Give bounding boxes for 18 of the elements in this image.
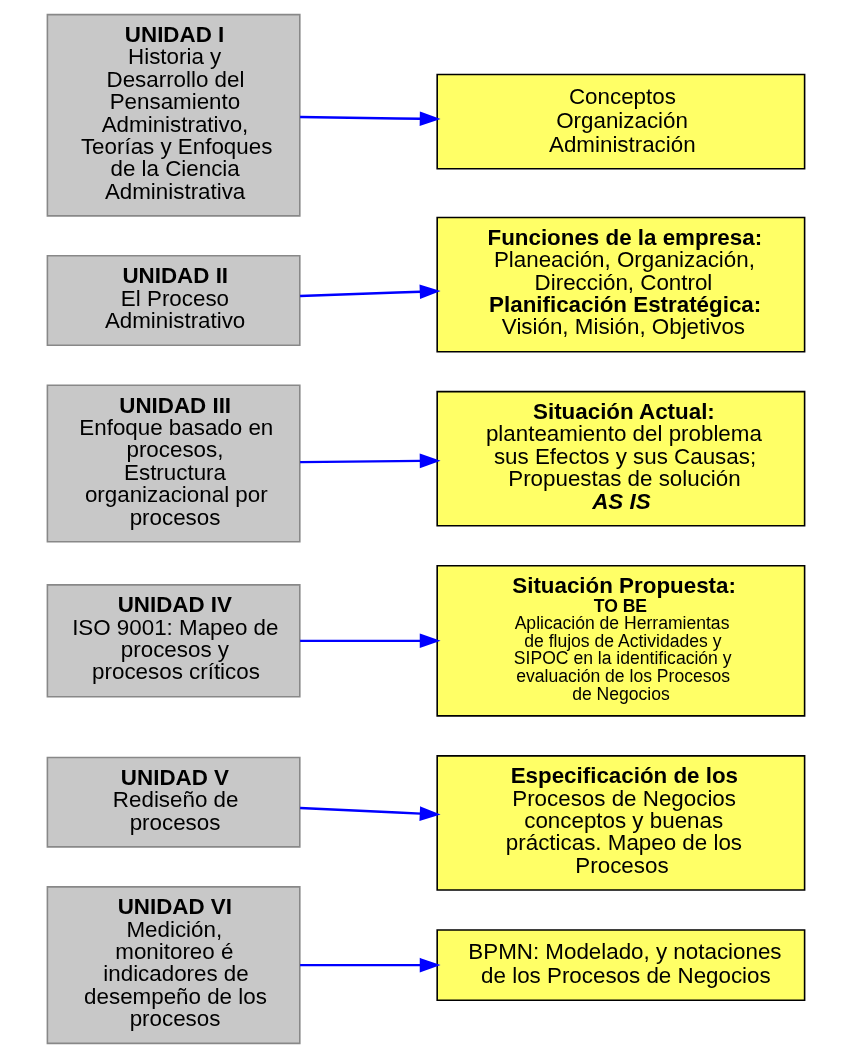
node-box: Conceptos Organización Administración (436, 73, 806, 170)
node-box: Funciones de la empresa: Planeación, Organización, Dirección, Control Planificación Estratégica: Visión, Misión, Objetivos (436, 216, 806, 353)
node-box: UNIDAD I Historia y Desarrollo del Pensamiento Administrativo, Teorías y Enfoques de la Ciencia Administrativa (46, 13, 301, 217)
node-box: UNIDAD III Enfoque basado en procesos, Estructura organizacional por procesos (46, 384, 301, 543)
node-box: Situación Propuesta: TO BE Aplicación de Herramientas de flujos de Actividades y SIPOC en la identificación y evaluación de los Procesos de Negocios (436, 564, 806, 717)
node-box: UNIDAD II El Proceso Administrativo (46, 255, 301, 347)
node-box: UNIDAD V Rediseño de procesos (46, 756, 301, 848)
arrow (300, 957, 441, 973)
node-box: BPMN: Modelado, y notaciones de los Procesos de Negocios (436, 929, 806, 1002)
arrow (300, 111, 441, 127)
node-box: UNIDAD IV ISO 9001: Mapeo de procesos y procesos críticos (46, 584, 301, 698)
arrow (300, 633, 441, 649)
arrow (300, 453, 441, 469)
node-box: Especificación de los Procesos de Negocios conceptos y buenas prácticas. Mapeo de los Procesos (436, 755, 806, 891)
arrow (300, 284, 441, 300)
arrow (300, 806, 441, 821)
node-box: Situación Actual: planteamiento del problema sus Efectos y sus Causas; Propuestas de solución AS IS (436, 390, 806, 527)
node-box: UNIDAD VI Medición, monitoreo é indicadores de desempeño de los procesos (46, 886, 301, 1045)
